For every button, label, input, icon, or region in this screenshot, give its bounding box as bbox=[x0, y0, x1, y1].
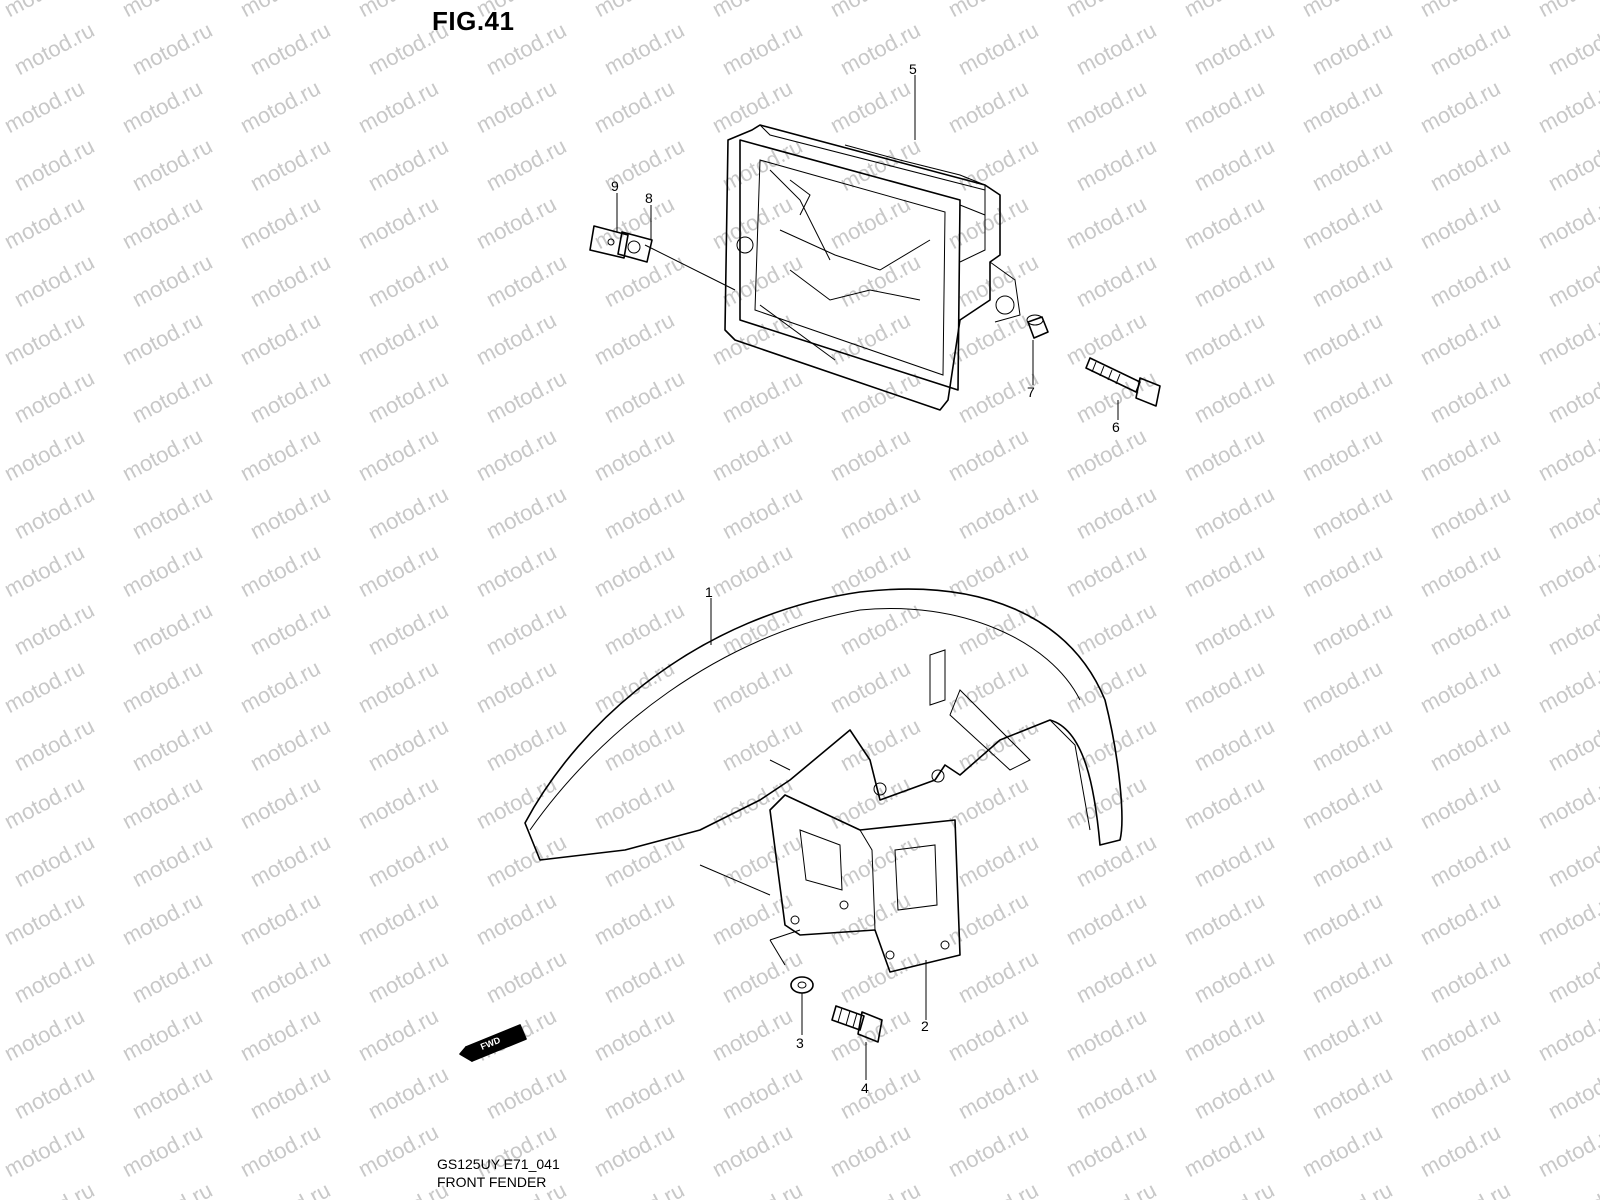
callout-2: 2 bbox=[921, 1018, 929, 1034]
plate-part-9 bbox=[589, 225, 629, 259]
section-name: FRONT FENDER bbox=[437, 1174, 547, 1190]
bolt-part-6 bbox=[1085, 357, 1161, 407]
callout-3: 3 bbox=[796, 1035, 804, 1051]
callout-4: 4 bbox=[861, 1080, 869, 1096]
callout-7: 7 bbox=[1027, 384, 1035, 400]
fwd-arrow-icon: FWD bbox=[459, 1024, 527, 1062]
callout-8: 8 bbox=[645, 190, 653, 206]
fender-bracket-part bbox=[699, 794, 961, 973]
callout-9: 9 bbox=[611, 178, 619, 194]
front-fender-part bbox=[524, 588, 1123, 861]
figure-title: FIG.41 bbox=[432, 6, 515, 36]
collar-part-7 bbox=[1026, 314, 1049, 339]
washer-part-3 bbox=[790, 976, 814, 994]
callout-5: 5 bbox=[909, 61, 917, 77]
callout-1: 1 bbox=[705, 584, 713, 600]
callout-6: 6 bbox=[1112, 419, 1120, 435]
model-code: GS125UY E71_041 bbox=[437, 1156, 560, 1172]
bolt-part-4 bbox=[831, 1005, 883, 1043]
headlight-housing-part bbox=[644, 124, 1021, 411]
grommet-part-8 bbox=[617, 231, 653, 263]
figure-footer: GS125UY E71_041 FRONT FENDER bbox=[437, 1155, 560, 1191]
callout-leaders bbox=[616, 75, 1119, 1080]
